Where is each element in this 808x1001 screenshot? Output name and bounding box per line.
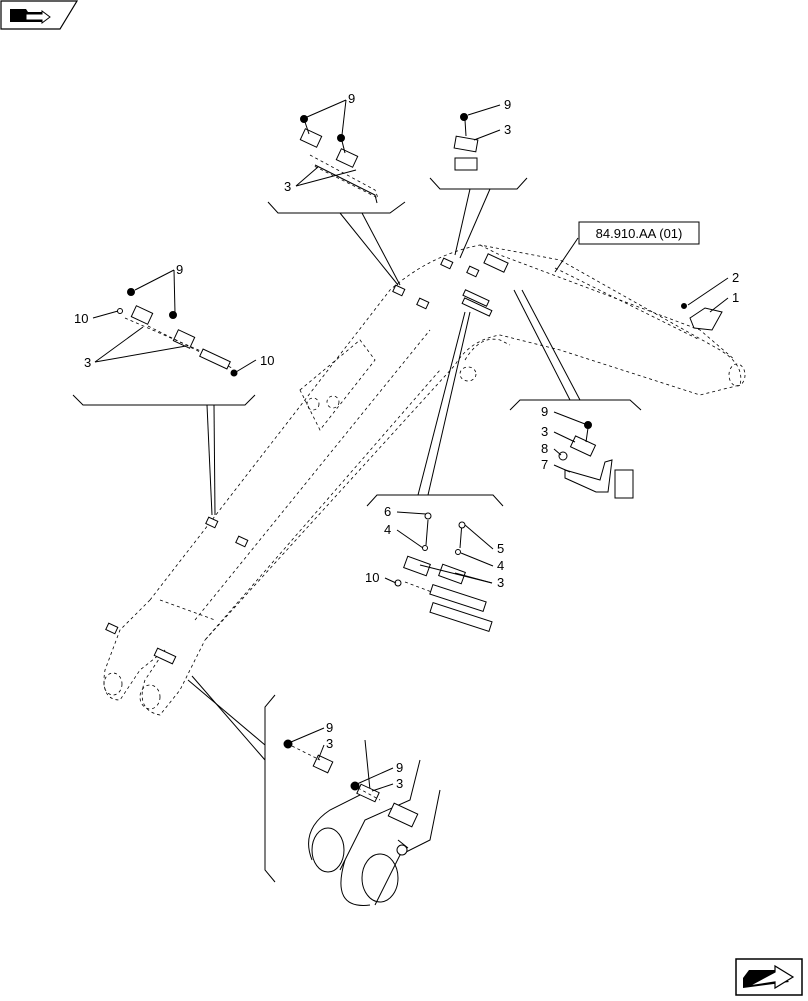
callout-3: 3 — [396, 776, 403, 791]
detail-single-clamp — [453, 113, 479, 171]
callout-1: 1 — [732, 290, 739, 305]
callout-5: 5 — [497, 541, 504, 556]
callout-9: 9 — [396, 760, 403, 775]
callout-3: 3 — [541, 424, 548, 439]
callout-leaders — [92, 99, 729, 792]
callout-10: 10 — [365, 570, 379, 585]
callout-9: 9 — [504, 97, 511, 112]
callout-10: 10 — [260, 353, 274, 368]
callout-3: 3 — [497, 575, 504, 590]
boom-structure — [103, 244, 746, 716]
callout-3: 3 — [84, 355, 91, 370]
detail-bracket-assembly — [558, 421, 634, 499]
callout-10: 10 — [74, 311, 88, 326]
callout-2: 2 — [732, 270, 739, 285]
callout-7: 7 — [541, 457, 548, 472]
callout-6: 6 — [384, 504, 391, 519]
detail-lower-pins — [283, 739, 441, 906]
callout-9: 9 — [348, 91, 355, 106]
next-page-arrow-icon[interactable] — [735, 958, 803, 996]
callout-3: 3 — [504, 122, 511, 137]
detail-bolted-clamps — [394, 512, 493, 632]
callout-8: 8 — [541, 441, 548, 456]
reference-label: 84.910.AA (01) — [596, 226, 683, 241]
callout-4: 4 — [497, 558, 504, 573]
detail-left-clamps — [117, 288, 238, 377]
callout-3: 3 — [284, 179, 291, 194]
callout-numbers: 9 3 9 3 9 10 3 10 2 1 9 3 8 7 6 4 5 4 3 … — [74, 91, 739, 791]
folder-arrow-icon[interactable] — [0, 0, 79, 30]
callout-4: 4 — [384, 522, 391, 537]
callout-9: 9 — [326, 720, 333, 735]
callout-9: 9 — [541, 404, 548, 419]
callout-9: 9 — [176, 262, 183, 277]
reference-box[interactable]: 84.910.AA (01) — [578, 221, 700, 245]
detail-leader-lines — [72, 177, 642, 883]
detail-boom-clamp-pair — [299, 115, 379, 204]
callout-3: 3 — [326, 736, 333, 751]
